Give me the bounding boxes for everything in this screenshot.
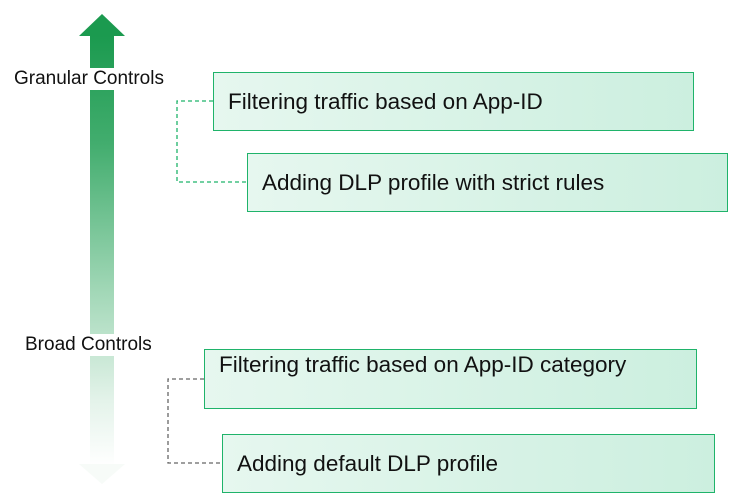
broad-item-dlp-default-text: Adding default DLP profile bbox=[237, 450, 499, 476]
granular-item-app-id-text: Filtering traffic based on App-ID bbox=[228, 88, 543, 114]
broad-item-dlp-default: Adding default DLP profile bbox=[222, 434, 715, 493]
granular-item-dlp-strict: Adding DLP profile with strict rules bbox=[247, 153, 728, 212]
broad-item-app-id-category: Filtering traffic based on App-ID catego… bbox=[204, 349, 697, 409]
granular-item-dlp-strict-text: Adding DLP profile with strict rules bbox=[262, 169, 605, 195]
broad-controls-label: Broad Controls bbox=[23, 334, 154, 356]
granular-item-app-id: Filtering traffic based on App-ID bbox=[213, 72, 694, 131]
arrow-head-up bbox=[79, 14, 125, 36]
granular-controls-label: Granular Controls bbox=[12, 68, 166, 90]
broad-item-app-id-category-text: Filtering traffic based on App-ID catego… bbox=[219, 352, 627, 377]
arrow-tail bbox=[79, 464, 125, 484]
arrow-shaft bbox=[90, 36, 114, 466]
granularity-axis-arrow bbox=[79, 14, 125, 484]
